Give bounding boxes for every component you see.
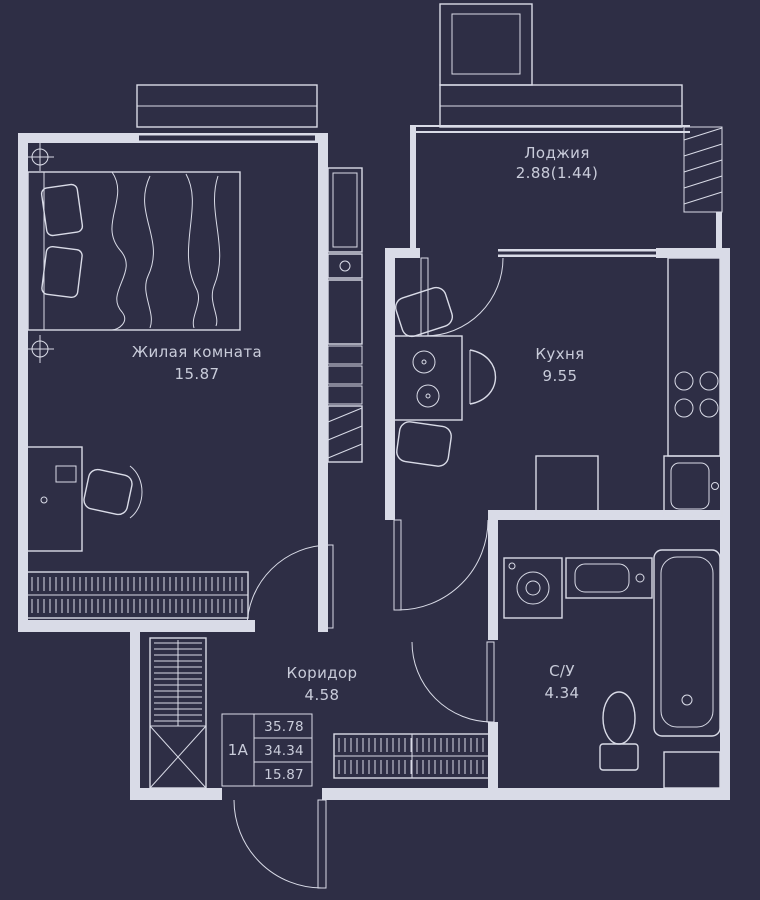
- corridor-area: 4.58: [305, 686, 340, 704]
- living-room-area: 15.87: [175, 365, 220, 383]
- axis-marker-top: [26, 143, 54, 171]
- window-band-right: [439, 84, 683, 128]
- kitchen-duct: [535, 455, 599, 517]
- bathroom-duct: [663, 751, 721, 789]
- wardrobe-hatch-row2: [29, 597, 245, 615]
- window-band-left: [136, 84, 318, 128]
- kitchen-chair-bottom: [396, 421, 452, 467]
- kitchen-chair-top: [394, 286, 454, 338]
- axis-marker-bottom: [26, 335, 54, 363]
- window-kitchen: [498, 249, 656, 257]
- shoe-cabinet: [333, 733, 491, 779]
- loggia-area: 2.88(1.44): [516, 164, 599, 182]
- washing-machine: [503, 557, 563, 619]
- unit-info-box: 1А 35.78 34.34 15.87: [221, 713, 313, 787]
- window-living: [139, 135, 315, 141]
- desk-chair: [83, 465, 143, 519]
- corridor-closet: [149, 637, 207, 789]
- walls: [18, 133, 730, 800]
- room-labels: Жилая комната 15.87 Лоджия 2.88(1.44) Ку…: [132, 144, 598, 704]
- unit-living-area: 15.87: [264, 767, 304, 783]
- bathroom-area: 4.34: [545, 684, 580, 702]
- door-entry: [233, 799, 327, 889]
- unit-total-area: 35.78: [264, 719, 304, 735]
- kitchen-counter: [667, 257, 721, 457]
- kitchen-label: Кухня: [535, 345, 584, 363]
- kitchen-area: 9.55: [543, 367, 578, 385]
- wardrobe: [25, 571, 249, 619]
- stove: [674, 371, 719, 418]
- door-kitchen: [393, 519, 489, 611]
- desk: [23, 446, 83, 552]
- kitchen-table: [389, 335, 463, 421]
- toilet: [599, 691, 639, 771]
- bathroom-label: С/У: [549, 662, 575, 680]
- unit-number: 1А: [228, 741, 249, 759]
- door-balcony: [420, 257, 504, 337]
- loggia-side-hatch: [683, 126, 723, 248]
- door-living: [246, 544, 334, 629]
- bathtub: [653, 549, 721, 737]
- loggia-glazing: [410, 125, 690, 248]
- wardrobe-hatch-row1: [29, 575, 245, 593]
- vent-shaft-top: [439, 3, 533, 86]
- bed: [27, 171, 241, 331]
- kitchen-sink: [663, 455, 723, 517]
- door-bathroom: [411, 641, 495, 723]
- loggia-label: Лоджия: [524, 144, 590, 162]
- corridor-label: Коридор: [287, 664, 358, 682]
- living-room-label: Жилая комната: [132, 343, 262, 361]
- hall-cabinet: [327, 167, 363, 463]
- bathroom-sink: [565, 557, 653, 599]
- unit-reduced-area: 34.34: [264, 743, 304, 759]
- kitchen-chair-right: [469, 349, 496, 405]
